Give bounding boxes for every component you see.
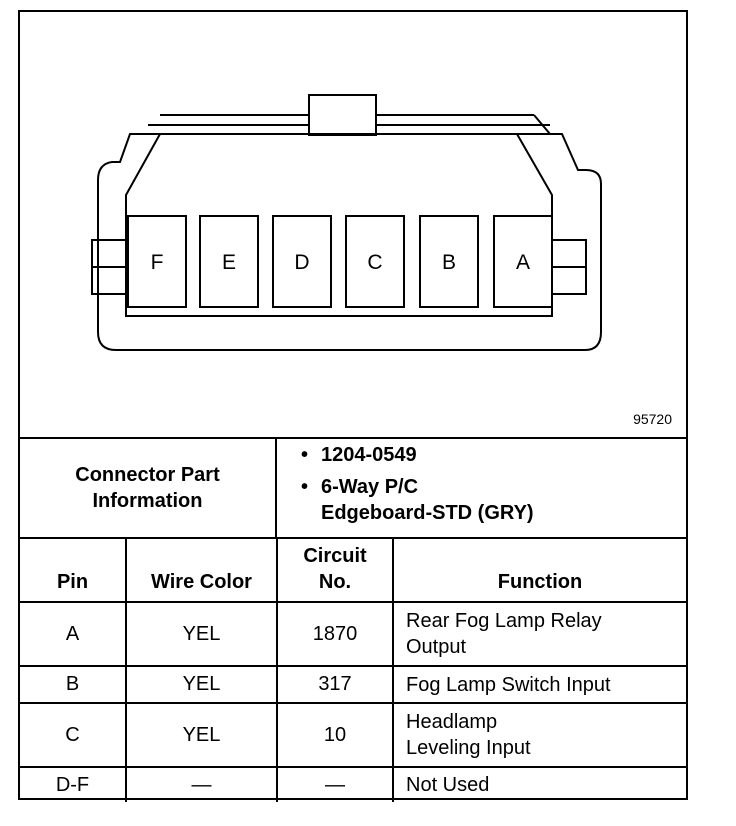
- table-row: C YEL 10 Headlamp Leveling Input: [20, 702, 686, 767]
- function-line: Leveling Input: [406, 737, 531, 759]
- cell-wire-color: YEL: [125, 702, 277, 767]
- cell-wire-color: —: [125, 766, 277, 802]
- part-number: 1204-0549: [321, 444, 417, 466]
- pin-cavity-c: [345, 215, 405, 308]
- pin-cavity-b: [419, 215, 479, 308]
- figure-id: 95720: [633, 411, 672, 427]
- pin-label-a: A: [516, 251, 530, 274]
- connector-type-line2: Edgeboard-STD (GRY): [321, 502, 534, 524]
- connector-info-label-line1: Connector Part: [75, 464, 220, 486]
- table-row: D-F — — Not Used: [20, 766, 686, 802]
- bullet-icon: •: [301, 444, 309, 466]
- function-line: Not Used: [406, 774, 490, 796]
- connector-info-list: • 1204-0549 • 6-Way P/C Edgeboard-STD (G…: [277, 439, 686, 537]
- connector-shell-outline: [97, 133, 602, 351]
- cell-circuit: 1870: [276, 601, 393, 666]
- connector-card: F E D C B A 95720 Connector Part Informa…: [18, 10, 688, 802]
- header-circuit: Circuit No.: [276, 537, 393, 602]
- function-line: Headlamp: [406, 711, 498, 733]
- cell-function: Headlamp Leveling Input: [392, 702, 686, 767]
- connector-info-item: • 1204-0549: [301, 442, 686, 468]
- header-pin: Pin: [20, 537, 126, 602]
- cell-circuit: 10: [276, 702, 393, 767]
- cell-circuit: 317: [276, 665, 393, 703]
- cell-wire-color: YEL: [125, 665, 277, 703]
- cell-pin: D-F: [20, 766, 126, 802]
- connector-drawing: F E D C B A: [91, 94, 602, 351]
- header-wire-color: Wire Color: [125, 537, 277, 602]
- bullet-icon: •: [301, 476, 309, 498]
- pin-label-e: E: [222, 251, 236, 274]
- cell-circuit: —: [276, 766, 393, 802]
- table-header-row: Pin Wire Color Circuit No. Function: [20, 537, 686, 602]
- connector-info-label: Connector Part Information: [20, 439, 277, 537]
- connector-type-line1: 6-Way P/C: [321, 476, 419, 498]
- header-circuit-line1: Circuit: [303, 545, 367, 567]
- pin-cavity-a: [493, 215, 553, 308]
- table-row: A YEL 1870 Rear Fog Lamp Relay Output: [20, 601, 686, 666]
- cell-function: Fog Lamp Switch Input: [392, 665, 686, 703]
- connector-info-item: • 6-Way P/C Edgeboard-STD (GRY): [301, 474, 686, 526]
- table-row: B YEL 317 Fog Lamp Switch Input: [20, 665, 686, 703]
- cell-wire-color: YEL: [125, 601, 277, 666]
- pin-label-f: F: [151, 251, 164, 274]
- connector-info-row: Connector Part Information • 1204-0549 •…: [20, 437, 686, 537]
- function-line: Rear Fog Lamp Relay: [406, 610, 602, 632]
- connector-body: [125, 133, 553, 317]
- pin-label-b: B: [442, 251, 456, 274]
- header-function: Function: [392, 537, 686, 602]
- pin-label-c: C: [367, 251, 382, 274]
- connector-info-label-line2: Information: [92, 490, 203, 512]
- header-circuit-line2: No.: [318, 571, 352, 593]
- cell-function: Not Used: [392, 766, 686, 802]
- pin-table: Pin Wire Color Circuit No. Function A YE…: [20, 537, 686, 802]
- function-line: Fog Lamp Switch Input: [406, 673, 611, 696]
- connector-diagram: F E D C B A 95720: [20, 12, 686, 437]
- pin-cavity-e: [199, 215, 259, 308]
- cell-pin: B: [20, 665, 126, 703]
- cell-pin: C: [20, 702, 126, 767]
- pin-cavity-f: [127, 215, 187, 308]
- cell-function: Rear Fog Lamp Relay Output: [392, 601, 686, 666]
- function-line: Output: [406, 636, 467, 658]
- cell-pin: A: [20, 601, 126, 666]
- pin-label-d: D: [294, 251, 309, 274]
- pin-cavity-d: [272, 215, 332, 308]
- connector-latch: [308, 94, 377, 136]
